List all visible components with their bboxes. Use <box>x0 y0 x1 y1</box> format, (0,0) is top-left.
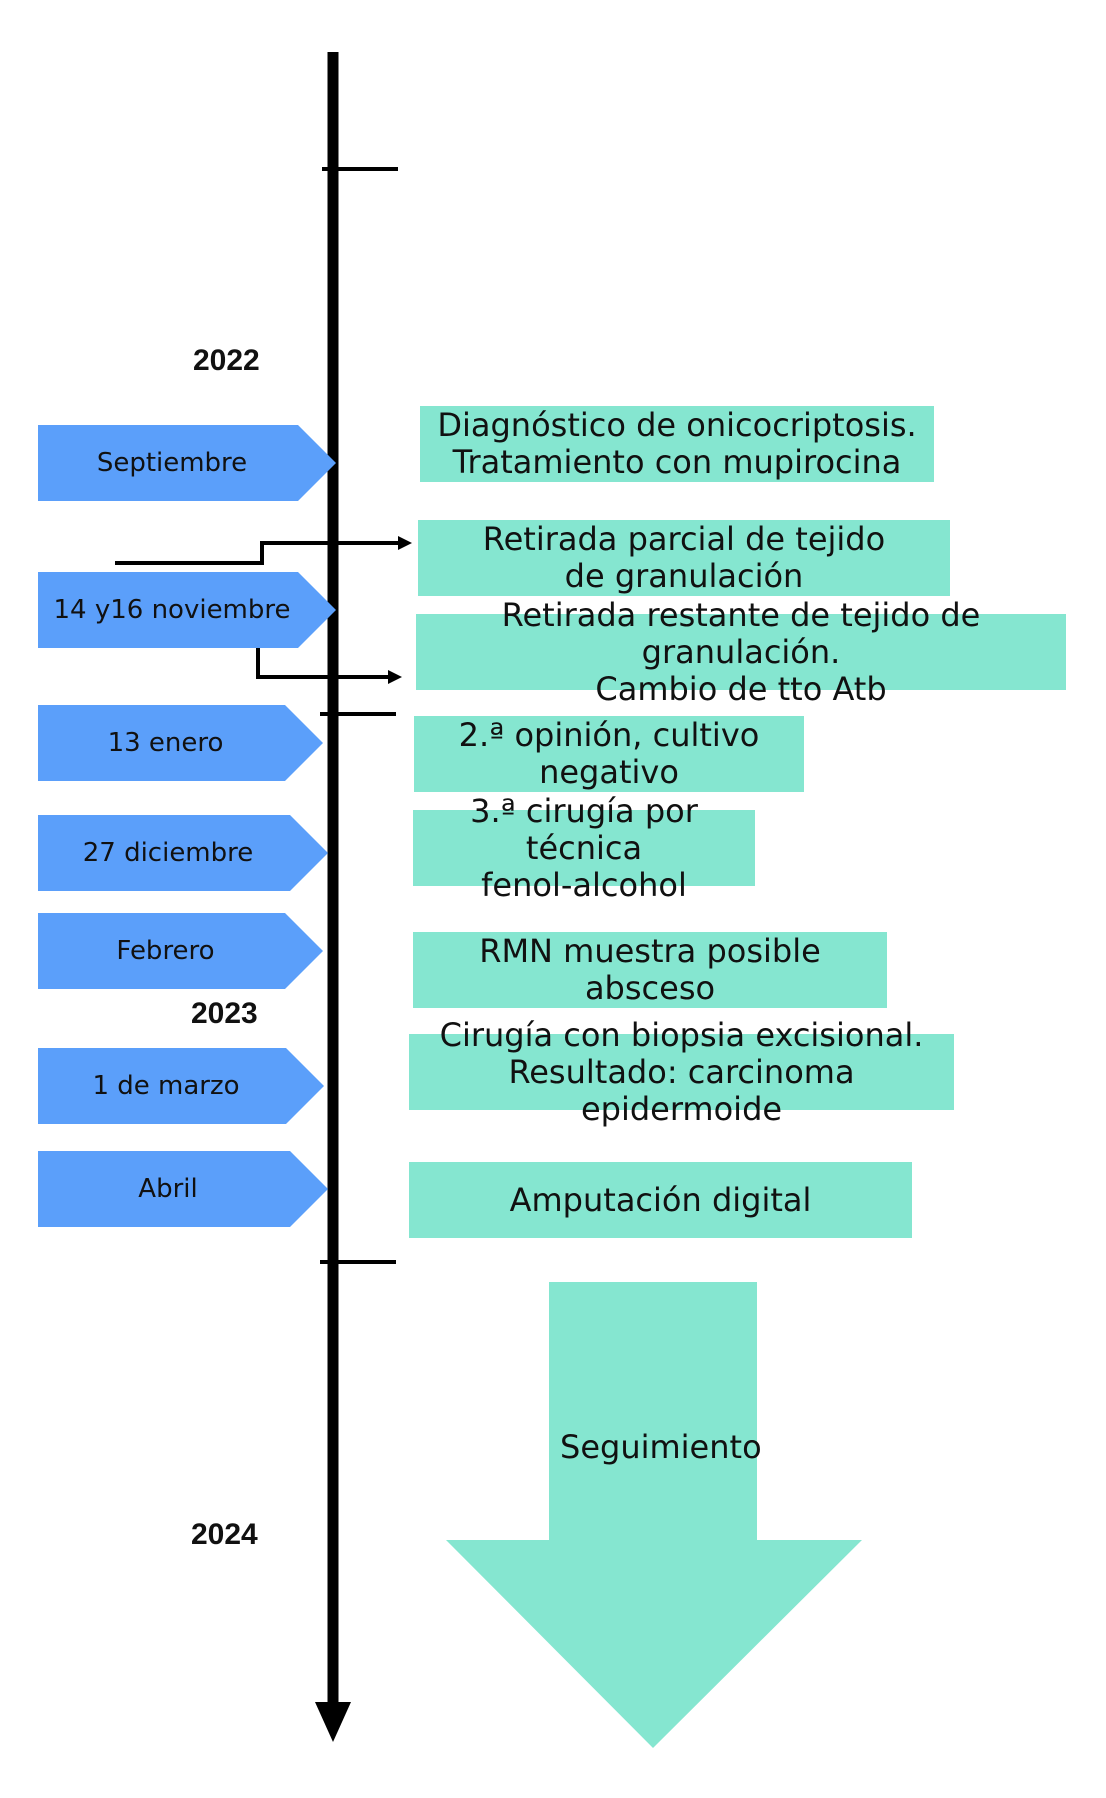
date-arrow-shape <box>38 572 336 648</box>
connector-arrowhead-upper <box>398 536 412 550</box>
date-label: Febrero <box>116 936 215 966</box>
followup-label: Seguimiento <box>560 1428 762 1466</box>
year-label-2022: 2022 <box>193 344 260 377</box>
timeline-arrowhead <box>315 1702 351 1742</box>
event-box-retirada-parcial: Retirada parcial de tejido de granulació… <box>418 520 950 596</box>
year-label-2024: 2024 <box>191 1518 258 1551</box>
date-label: Septiembre <box>96 448 248 478</box>
date-tag-noviembre: 14 y16 noviembre <box>38 572 336 648</box>
date-arrow-shape <box>38 815 328 891</box>
event-box-segunda-opinion: 2.ª opinión, cultivo negativo <box>414 716 804 792</box>
year-label-2023: 2023 <box>191 997 258 1030</box>
date-label: 1 de marzo <box>92 1071 240 1101</box>
date-label: 14 y16 noviembre <box>53 595 291 625</box>
event-box-diagnostico: Diagnóstico de onicocriptosis. Tratamien… <box>420 406 934 482</box>
date-label: 27 diciembre <box>82 838 254 868</box>
date-tag-13-enero: 13 enero <box>38 705 323 781</box>
event-box-rmn: RMN muestra posible absceso <box>413 932 887 1008</box>
date-tag-abril: Abril <box>38 1151 328 1227</box>
date-tag-septiembre: Septiembre <box>38 425 336 501</box>
date-label: 13 enero <box>107 728 224 758</box>
date-arrow-shape <box>38 705 323 781</box>
date-tag-febrero: Febrero <box>38 913 323 989</box>
date-arrow-shape <box>38 1048 324 1124</box>
date-arrow-shape <box>38 913 323 989</box>
date-label: Abril <box>138 1174 198 1204</box>
date-tag-27-diciembre: 27 diciembre <box>38 815 328 891</box>
date-arrow-shape <box>38 425 336 501</box>
connector-arrowhead-lower <box>388 670 402 684</box>
date-tag-1-de-marzo: 1 de marzo <box>38 1048 324 1124</box>
connector-arrow-upper <box>115 541 400 565</box>
date-arrow-shape <box>38 1151 328 1227</box>
event-box-amputacion: Amputación digital <box>409 1162 912 1238</box>
